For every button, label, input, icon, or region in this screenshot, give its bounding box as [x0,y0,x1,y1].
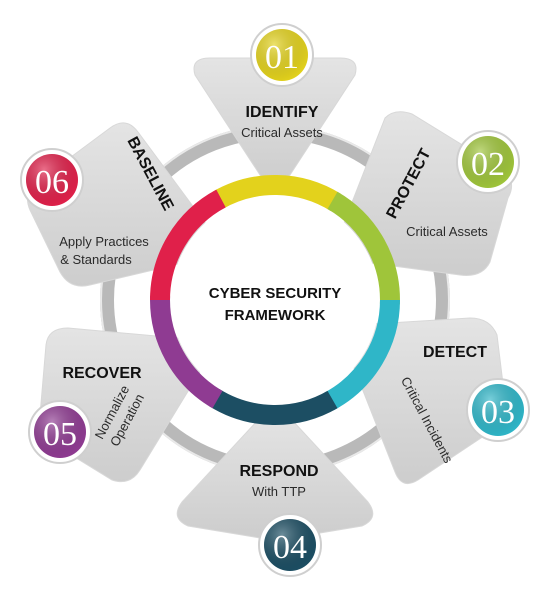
step-number-05: 05 [28,400,92,464]
step-number-06: 06 [20,148,84,212]
identify-subtitle: Critical Assets [241,125,323,140]
number-06-label: 06 [35,164,69,201]
step-number-04: 04 [258,513,322,577]
step-number-01: 01 [250,23,314,87]
step-number-02: 02 [456,130,520,194]
respond-subtitle: With TTP [252,484,306,499]
detect-title: DETECT [423,344,487,361]
ring-segment-protect [327,191,400,305]
center-title-line2: FRAMEWORK [225,307,326,324]
number-02-label: 02 [471,146,505,183]
identify-title: IDENTIFY [246,104,319,121]
ring-segment-respond [208,388,338,425]
ring-segment-identify [212,175,342,212]
center-title-line1: CYBER SECURITY [209,285,342,302]
ring-segment-detect [324,299,400,411]
step-number-03: 03 [466,378,530,442]
center-disc [171,196,379,404]
baseline-subtitle-line1: Apply Practices [59,234,149,249]
ring-segment-baseline [150,189,226,301]
number-05-label: 05 [43,416,77,453]
ring-segment-recover [150,295,223,409]
respond-title: RESPOND [239,463,318,480]
baseline-subtitle-line2: & Standards [60,252,132,267]
protect-subtitle: Critical Assets [406,224,488,239]
recover-title: RECOVER [62,365,142,382]
number-03-label: 03 [481,394,515,431]
inner-ring [150,175,400,425]
number-01-label: 01 [265,39,299,76]
number-04-label: 04 [273,529,307,566]
